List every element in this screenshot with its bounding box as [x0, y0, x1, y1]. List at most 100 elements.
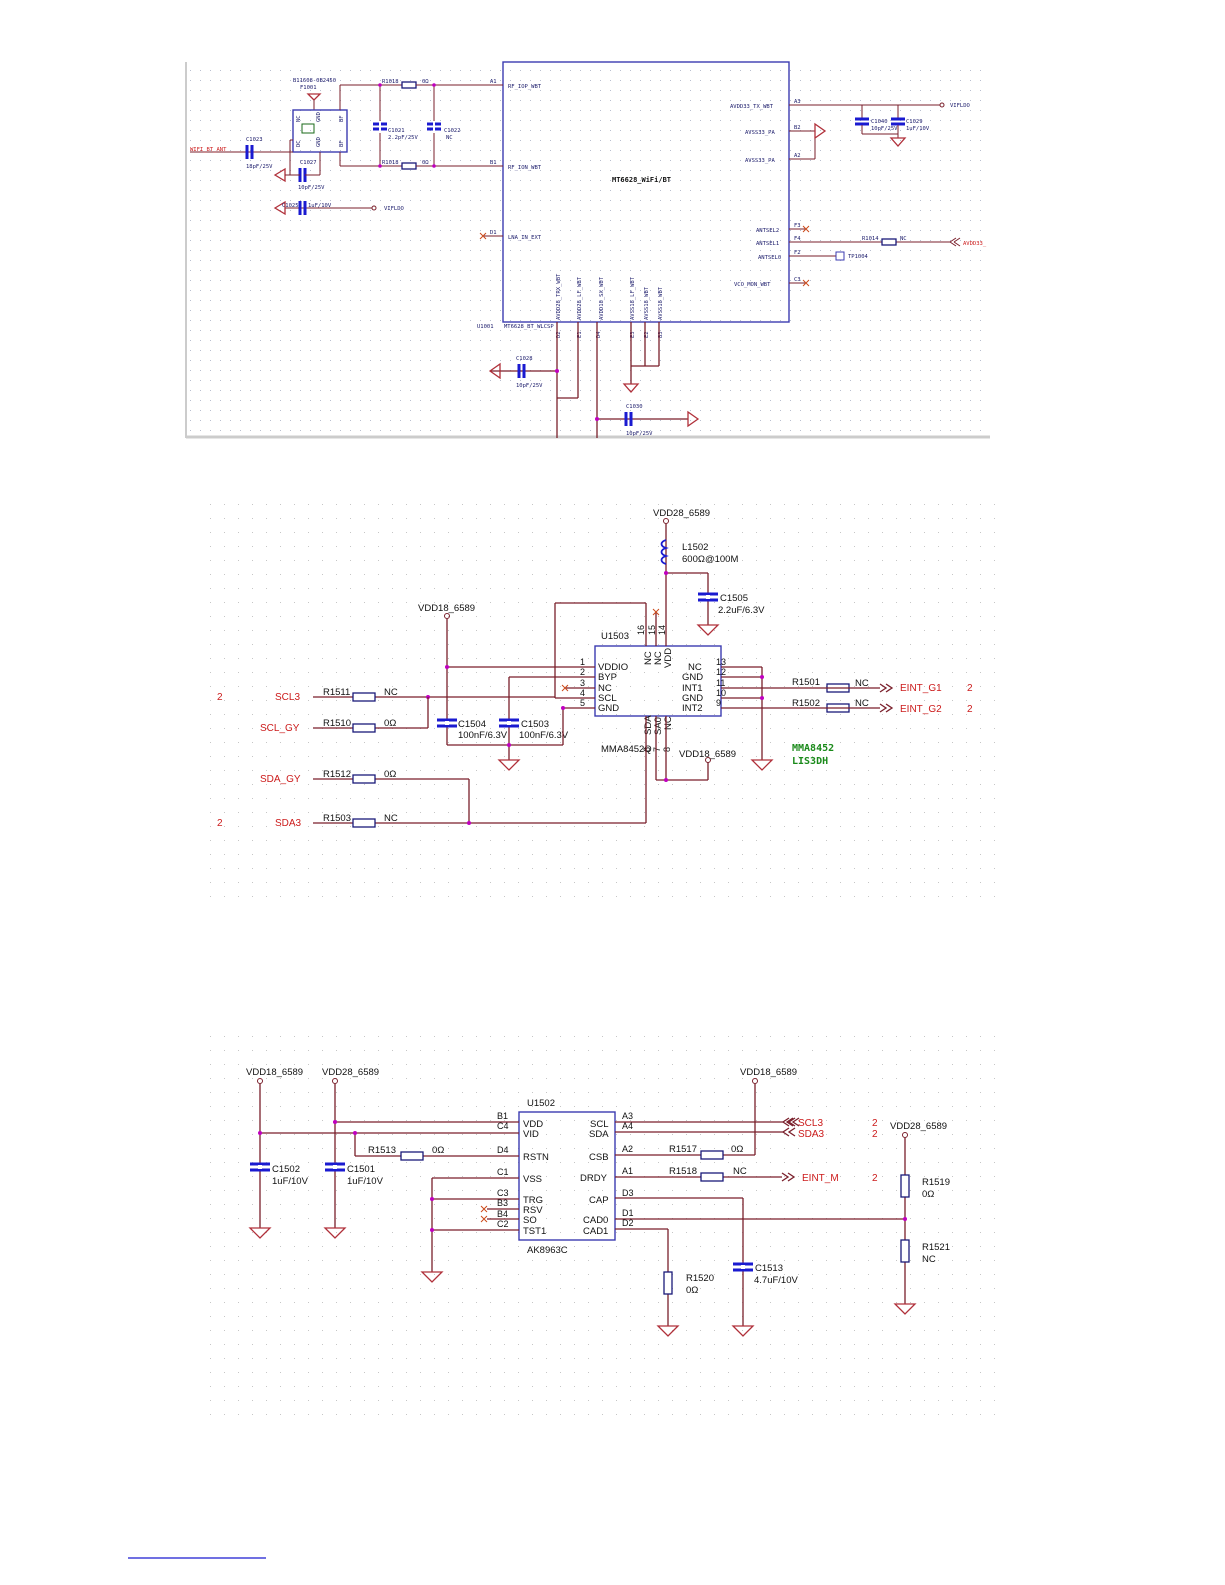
u1503-pin2-num: 2 [580, 667, 585, 677]
u1502-pin-d2-name: CAD1 [583, 1226, 608, 1237]
r1502-ref: R1502 [792, 698, 820, 709]
vdd18-b-rail: VDD18_6589 [740, 1067, 797, 1078]
u1503-pin4-num: 4 [580, 688, 585, 698]
u1502-pin-c1-num: C1 [497, 1167, 509, 1177]
alt-part-lis3dh: LIS3DH [792, 756, 828, 767]
wifi-pin-e1-name: AVDD28_LF_WBT [577, 276, 583, 320]
u1502-pin-c1-name: VSS [523, 1174, 542, 1185]
u1502-pin-a2-name: CSB [589, 1152, 609, 1163]
wifi-pin-c3-name: VCO_MON_WBT [734, 282, 771, 288]
filter-pin-bf: BF [339, 115, 345, 122]
wifi-pin-d2-num: D2 [556, 331, 562, 338]
r1517-value: 0Ω [731, 1144, 743, 1155]
wifi-pin-f4-num: F4 [794, 236, 801, 242]
u1503-pin15-name: NC [653, 651, 664, 665]
r1503-ref: R1503 [323, 813, 351, 824]
r1018b-ref: R1018 [382, 160, 399, 166]
wifi-pin-a2-num: A2 [794, 153, 801, 159]
mag-sheet-ref-scl3: 2 [872, 1118, 878, 1129]
u1503-pin6-name: SDA [643, 715, 654, 735]
u1502-pin-a2-num: A2 [622, 1144, 633, 1154]
u1502-pin-c4-num: C4 [497, 1121, 509, 1131]
u1502-pin-d3-name: CAP [589, 1195, 609, 1206]
u1502-pin-d2-num: D2 [622, 1218, 634, 1228]
wifi-pin-b3-name: AVSS18_WBT [658, 286, 664, 320]
c1023-ref: C1023 [246, 137, 263, 143]
u1502-pin-b3-num: B3 [497, 1198, 508, 1208]
u1502-pin-b4-name: SO [523, 1215, 537, 1226]
filter-pin-nc: NC [296, 115, 302, 122]
c1503-value: 100nF/6.3V [519, 730, 569, 741]
accel-panel-grid [205, 500, 1005, 900]
wifi-pin-f4-name: ANTSEL1 [756, 241, 779, 247]
r1503-value: NC [384, 813, 398, 824]
u1503-pin6-num: 6 [642, 747, 652, 752]
r1521-value: NC [922, 1254, 936, 1265]
r1502-value: NC [855, 698, 869, 709]
u1502-pin-b1-num: B1 [497, 1111, 508, 1121]
c1027-value: 10pF/25V [298, 185, 325, 191]
wifi-pin-d2-name: AVDD28_TRX_WBT [556, 273, 562, 320]
u1502-part: AK8963C [527, 1245, 568, 1256]
net-eint-g2: EINT_G2 [900, 704, 942, 715]
l1502-ref: L1502 [682, 542, 708, 553]
r1520-ref: R1520 [686, 1273, 714, 1284]
r1501-ref: R1501 [792, 677, 820, 688]
c1513-ref: C1513 [755, 1263, 783, 1274]
u1502-pin-d1-num: D1 [622, 1208, 634, 1218]
u1503-pin4-name: SCL [598, 693, 616, 704]
wifi-pin-a1-name: RF_IOP_WBT [508, 84, 542, 90]
wifi-pin-a1-num: A1 [490, 79, 497, 85]
filter-ref: F1001 [300, 85, 317, 91]
c1030-value: 10pF/25V [626, 431, 653, 437]
u1502-pin-b1-name: VDD [523, 1119, 543, 1130]
u1502-chip-body [518, 1111, 616, 1241]
wifi-pin-e1-num: E1 [577, 331, 583, 338]
c1027-ref: C1027 [300, 160, 317, 166]
r1512-ref: R1512 [323, 769, 351, 780]
wifi-pin-d1-num: D1 [490, 230, 497, 236]
mt6628-chip-title: MT6628_WiFi/BT [612, 176, 671, 184]
r1518-ref: R1518 [669, 1166, 697, 1177]
accelerometer-panel: U1503 MMA8452Q MMA8452 LIS3DH 1 VDDIO 2 … [205, 500, 1005, 900]
r1510-value: 0Ω [384, 718, 396, 729]
u1502-pin-a3-name: SCL [590, 1119, 608, 1130]
u1503-pin9-num: 9 [716, 698, 721, 708]
c1504-value: 100nF/6.3V [458, 730, 508, 741]
u1502-pin-c4-name: VID [523, 1129, 539, 1140]
wifi-pin-d4-name: AVDD18_SX_WBT [599, 276, 605, 320]
c1029-value: 1uF/10V [906, 126, 930, 132]
sheet-ref-sda3: 2 [217, 818, 223, 829]
c1029-ref: C1029 [906, 119, 923, 125]
wifi-pin-d1-name: LNA_IN_EXT [508, 235, 542, 241]
u1502-pin-a3-num: A3 [622, 1111, 633, 1121]
u1502-pin-d4-num: D4 [497, 1145, 509, 1155]
sheet-ref-scl3: 2 [217, 692, 223, 703]
c1023-value: 18pF/25V [246, 164, 273, 170]
vdd18-bottom-rail: VDD18_6589 [679, 749, 736, 760]
net-vifldo-right: VIFLDO [950, 103, 970, 109]
c1502-ref: C1502 [272, 1164, 300, 1175]
wifi-pin-e3-name: AVSS18_LF_WBT [630, 276, 636, 320]
c1021-ref: C1021 [388, 128, 405, 134]
u1503-pin16-name: NC [643, 651, 654, 665]
u1503-pin7-num: 7 [652, 747, 662, 752]
u1502-pin-a4-num: A4 [622, 1121, 633, 1131]
net-scl-gy: SCL_GY [260, 723, 300, 734]
r1014-ref: R1014 [862, 236, 879, 242]
wifi-pin-b2-num: B2 [794, 125, 801, 131]
r1519-ref: R1519 [922, 1177, 950, 1188]
u1503-pin15-num: 15 [647, 625, 657, 635]
wifi-pin-f2-num: F2 [794, 250, 801, 256]
r1520-value: 0Ω [686, 1285, 698, 1296]
wifi-pin-a3-num: A3 [794, 99, 801, 105]
mag-net-sda3: SDA3 [798, 1129, 825, 1140]
r1519-value: 0Ω [922, 1189, 934, 1200]
magnetometer-panel: U1502 AK8963C B1 VDD C4 VID D4 RSTN C1 V… [205, 1024, 1005, 1416]
c1505-value: 2.2uF/6.3V [718, 605, 765, 616]
u1503-pin11-num: 11 [716, 678, 725, 688]
wifi-pin-b3-num: B3 [658, 331, 664, 338]
c1025-value: 1uF/10V [308, 203, 332, 209]
net-scl3: SCL3 [275, 692, 300, 703]
u1503-ref: U1503 [601, 631, 629, 642]
